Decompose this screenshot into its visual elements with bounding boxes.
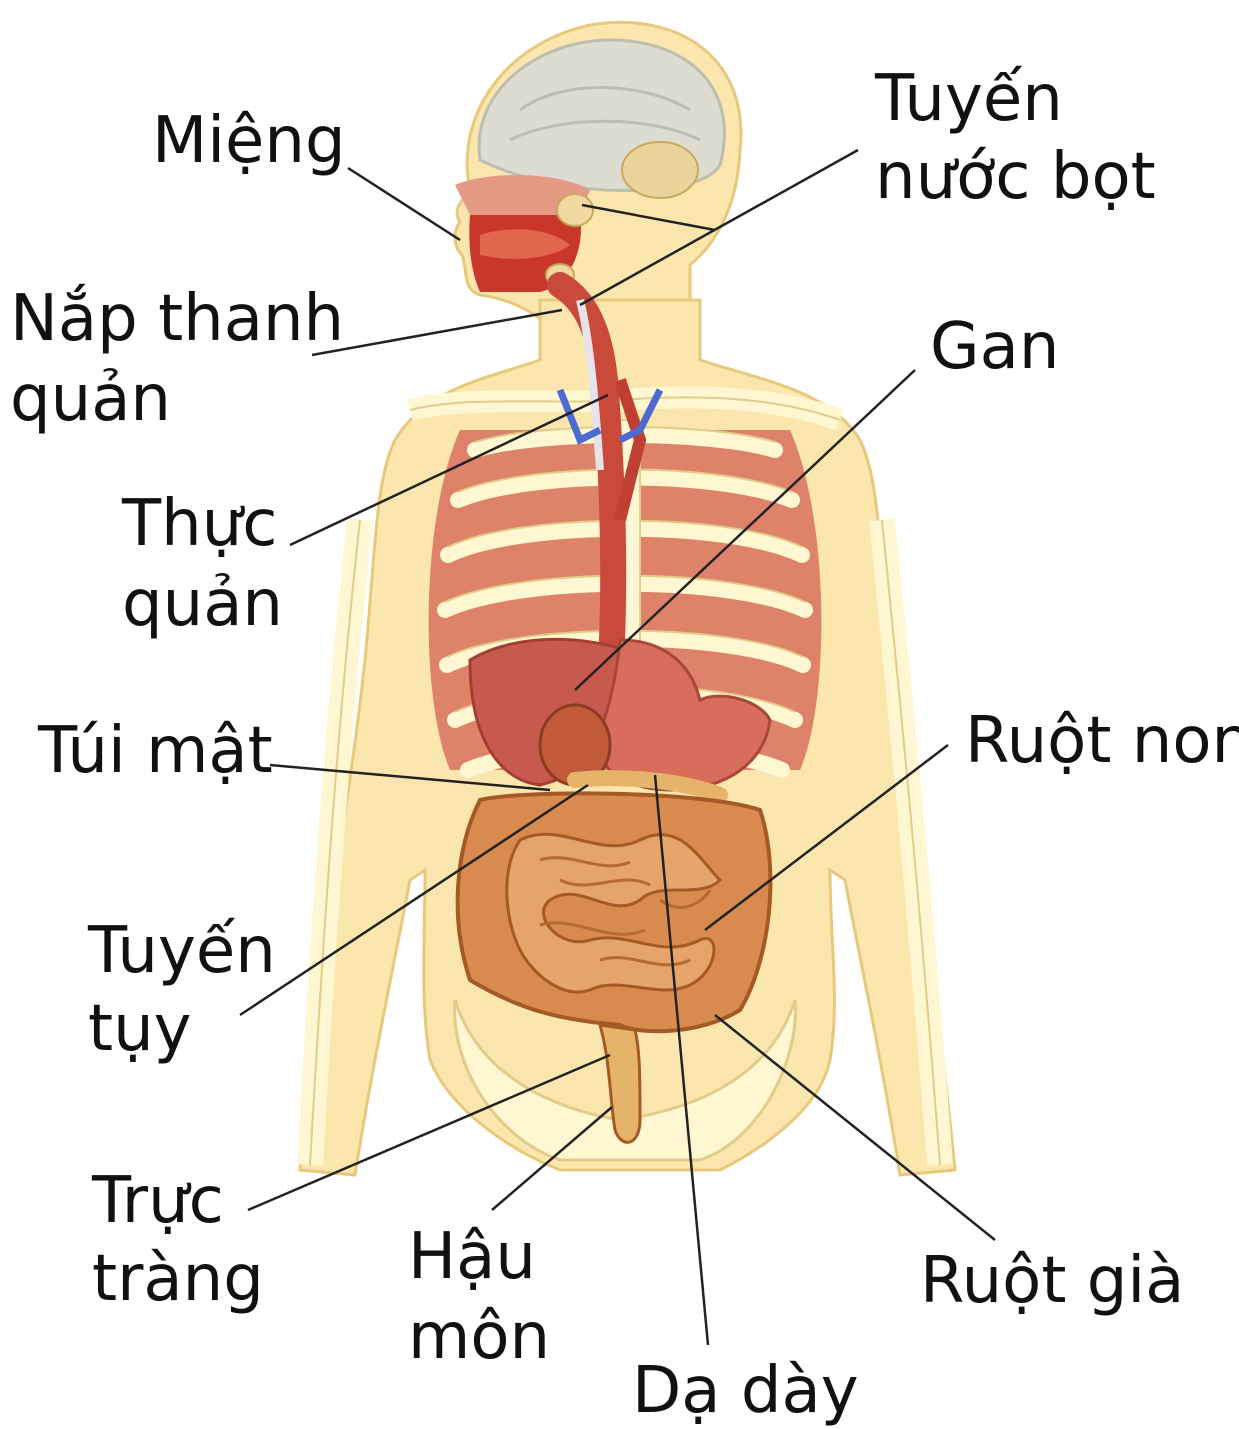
label-nap-thanh-quan-line1: Nắp thanh [10,282,344,356]
label-truc-trang-line1: Trực [91,1164,224,1238]
label-tuyen-tuy-line1: Tuyến [87,914,276,988]
label-da-day: Dạ dày [632,1354,859,1428]
label-gan: Gan [930,310,1059,384]
leader-nap-thanh-quan [312,310,562,355]
label-hau-mon-line2: môn [408,1300,550,1374]
label-tuyen-tuy-line2: tụy [88,992,192,1066]
label-tuyen-nuoc-bot-line2: nước bọt [875,140,1156,214]
label-ruot-non: Ruột non [965,704,1239,778]
label-ruot-gia: Ruột già [920,1244,1184,1318]
label-thuc-quan-line2: quản [122,567,283,641]
label-nap-thanh-quan-line2: quản [10,362,171,436]
label-truc-trang-line2: tràng [92,1242,264,1316]
label-hau-mon-line1: Hậu [408,1220,536,1294]
label-tuyen-nuoc-bot-line1: Tuyến [874,62,1063,136]
label-mieng: Miệng [152,104,346,178]
label-tui-mat: Túi mật [37,714,273,788]
leader-mieng [348,168,460,240]
label-thuc-quan-line1: Thực [121,487,277,561]
